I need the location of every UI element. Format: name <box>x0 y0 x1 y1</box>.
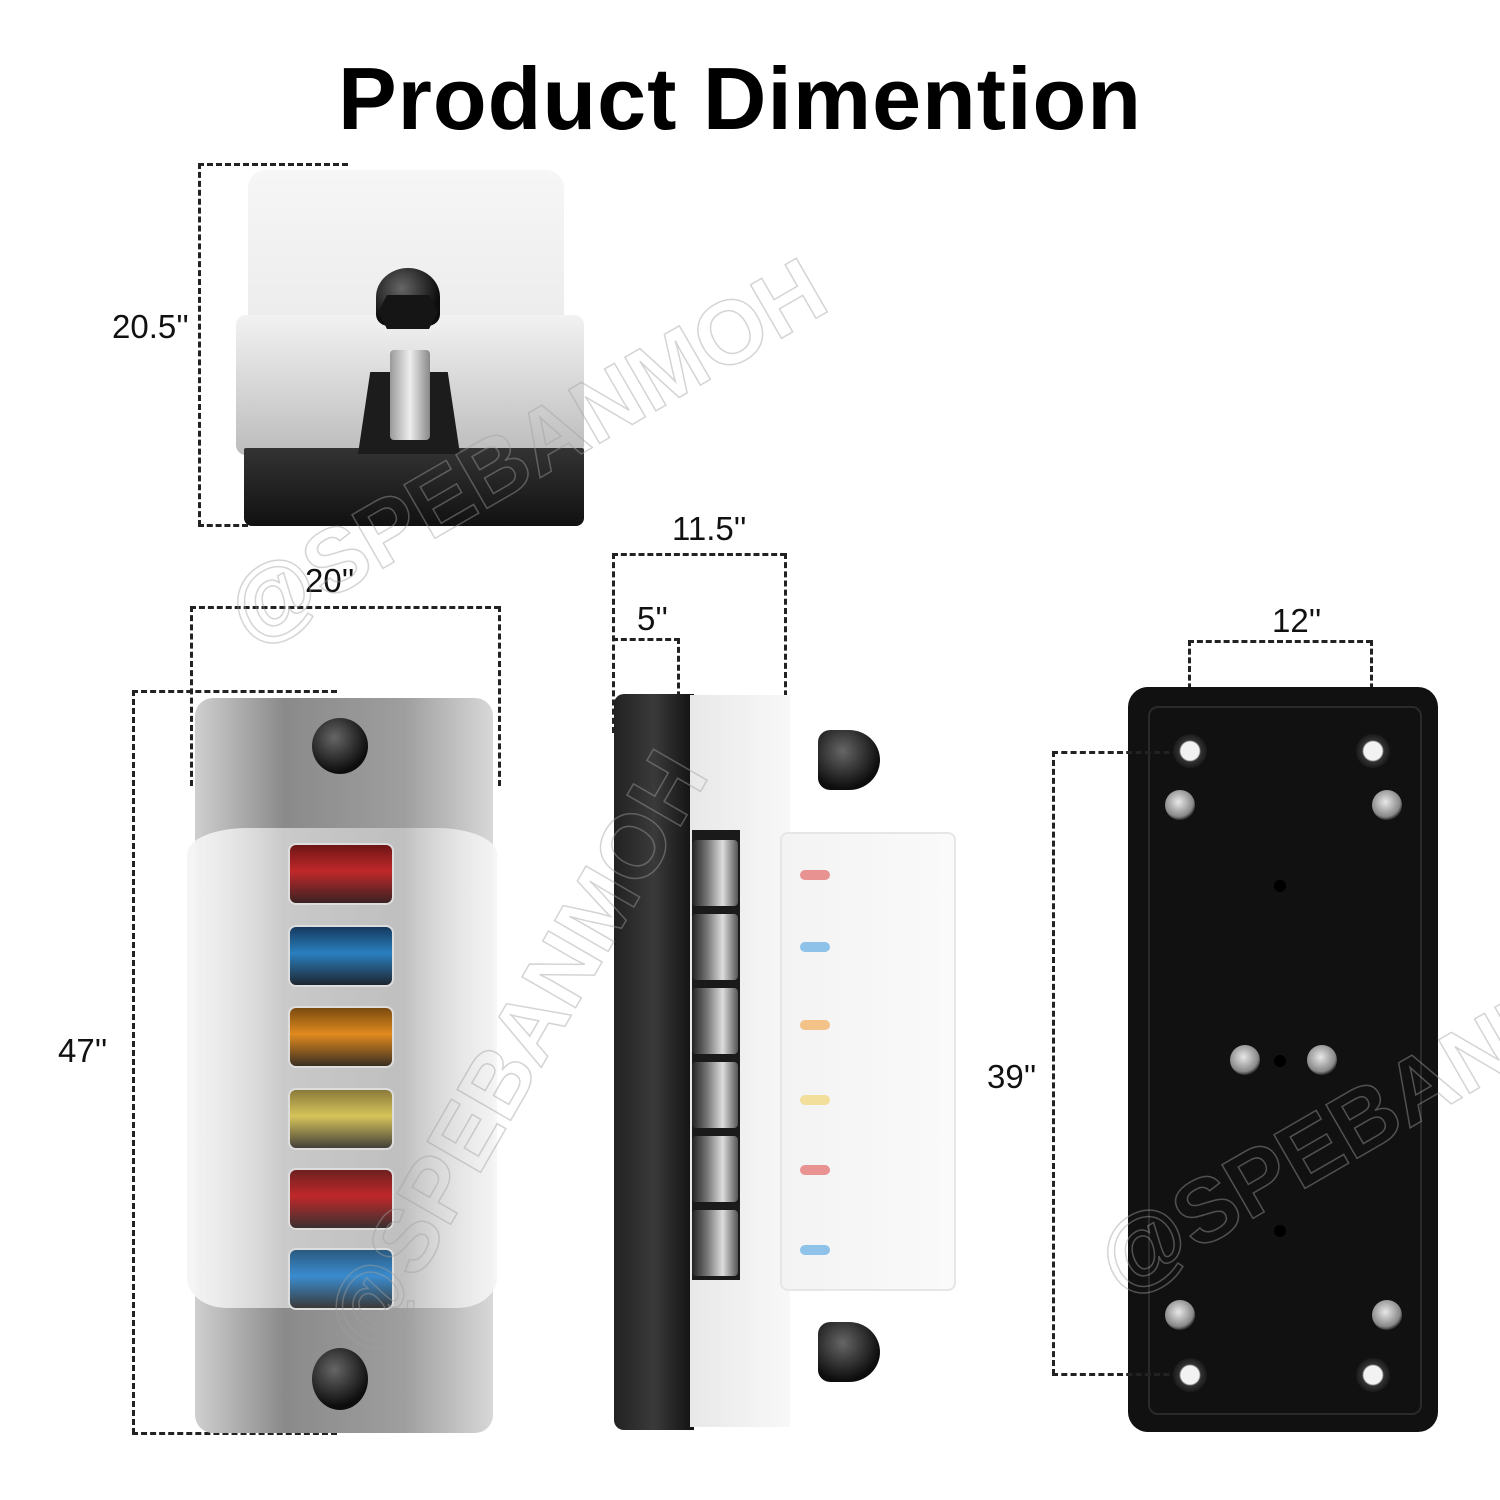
dimension-line-length-bottom <box>1052 1373 1188 1376</box>
rivet-icon <box>1274 880 1286 892</box>
rivet-icon <box>1274 1055 1286 1067</box>
cap-nut-icon <box>312 718 368 774</box>
height-dimension-label: 20.5'' <box>112 308 189 345</box>
mounting-plate-rim <box>1148 706 1422 1415</box>
fuse-indicator <box>800 1095 830 1105</box>
mounting-hole-icon <box>1356 1358 1390 1392</box>
dimension-line-depth <box>612 553 786 556</box>
dimension-line-width-left <box>190 606 193 786</box>
dimension-line-bottom <box>198 524 248 527</box>
overall-depth-label: 11.5'' <box>672 510 747 547</box>
fuse-box-base <box>614 694 694 1430</box>
dimension-line-length-top <box>132 690 337 693</box>
screw-icon <box>1372 790 1402 820</box>
hole-width-label: 12'' <box>1272 602 1322 639</box>
fuse-box-base <box>244 448 584 526</box>
terminal <box>692 914 738 980</box>
mounting-hole-icon <box>1173 734 1207 768</box>
fuse-slot <box>288 843 394 905</box>
dimension-line-depth-right <box>784 553 787 733</box>
width-dimension-label: 20'' <box>305 562 355 599</box>
screw-icon <box>1165 1300 1195 1330</box>
screw-icon <box>1165 790 1195 820</box>
fuse-indicator <box>800 1020 830 1030</box>
fuse-slot <box>288 925 394 987</box>
dimension-line-hole-width <box>1188 640 1372 643</box>
cap-nut-icon <box>312 1348 368 1410</box>
dimension-line-base <box>612 638 680 641</box>
terminal <box>692 988 738 1054</box>
fuse-indicator <box>800 1165 830 1175</box>
terminal <box>692 1210 738 1276</box>
fuse-slot <box>288 1168 394 1230</box>
rivet-icon <box>1274 1225 1286 1237</box>
hole-length-label: 39'' <box>987 1058 1037 1095</box>
dimension-line-top <box>198 163 348 166</box>
cap-nut-icon <box>818 1322 880 1382</box>
fuse-indicator <box>800 942 830 952</box>
mounting-hole-icon <box>1173 1358 1207 1392</box>
dimension-line-hole-length <box>1052 751 1055 1375</box>
fuse-cover-side <box>780 832 956 1291</box>
fuse-indicator <box>800 1245 830 1255</box>
terminal <box>692 1136 738 1202</box>
dimension-line-width-right <box>498 606 501 786</box>
length-dimension-label: 47'' <box>58 1032 108 1069</box>
hex-nut-icon <box>378 295 438 329</box>
dimension-line-width <box>190 606 500 609</box>
terminal <box>692 840 738 906</box>
cap-nut-icon <box>818 730 880 790</box>
fuse-slot <box>288 1088 394 1150</box>
dimension-line-height <box>198 163 201 526</box>
base-depth-label: 5'' <box>637 600 668 637</box>
screw-icon <box>1372 1300 1402 1330</box>
dimension-line-base-right <box>677 638 680 733</box>
fuse-slot <box>288 1006 394 1068</box>
dimension-line-depth-left <box>612 553 615 733</box>
screw-icon <box>1307 1045 1337 1075</box>
terminal-stud <box>390 350 430 440</box>
mounting-hole-icon <box>1356 734 1390 768</box>
page-title: Product Dimention <box>337 49 1143 148</box>
fuse-indicator <box>800 870 830 880</box>
dimension-line-length-top <box>1052 751 1188 754</box>
screw-icon <box>1230 1045 1260 1075</box>
dimension-line-length <box>132 690 135 1434</box>
dimension-line-length-bottom <box>132 1432 337 1435</box>
terminal <box>692 1062 738 1128</box>
fuse-slot <box>288 1248 394 1310</box>
